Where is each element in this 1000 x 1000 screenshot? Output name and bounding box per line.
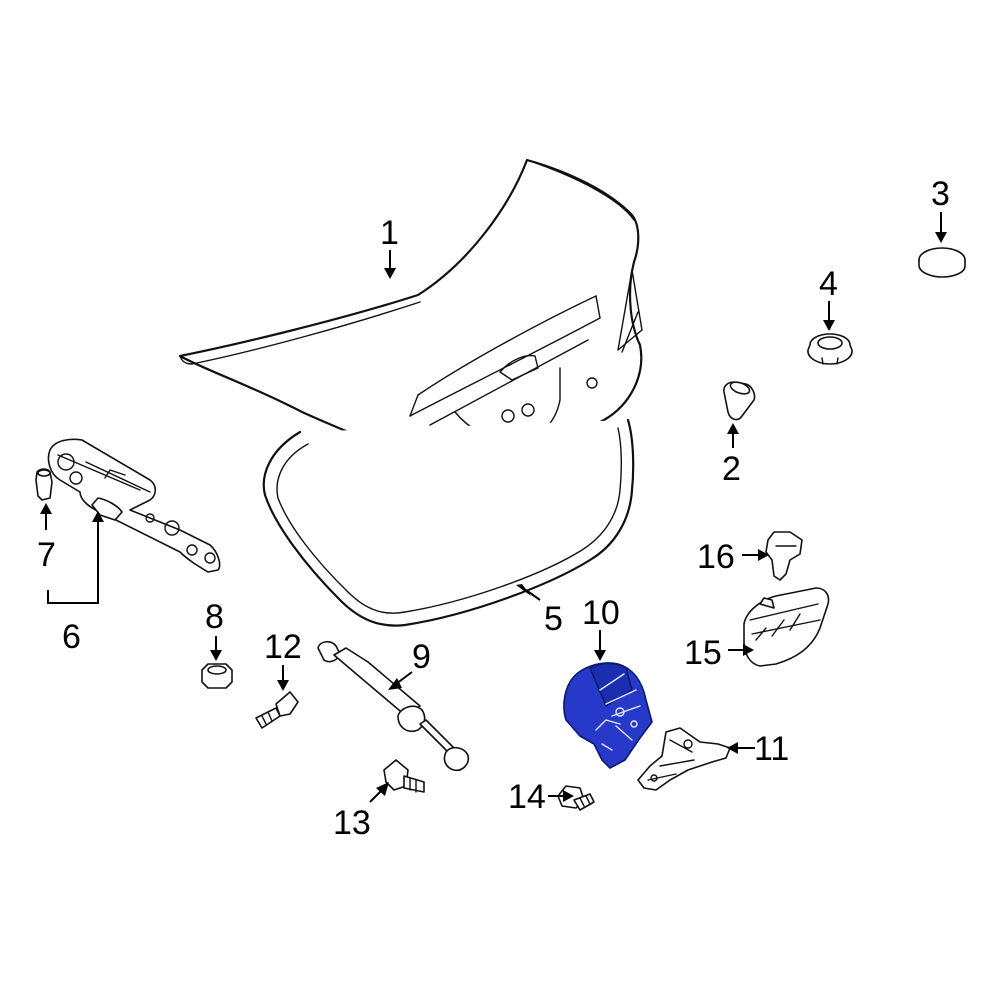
callout-8: 8 [205, 598, 224, 636]
callout-4: 4 [819, 265, 838, 303]
callout-7: 7 [37, 536, 56, 574]
bumper-part-2 [723, 381, 756, 421]
socket-part-16 [765, 531, 803, 581]
leader-lines [40, 212, 947, 803]
callout-2: 2 [722, 450, 741, 488]
callout-13: 13 [333, 804, 371, 842]
lamp-part-15 [743, 587, 830, 667]
hinge-bolt-part-7 [35, 468, 53, 501]
callout-1: 1 [380, 214, 399, 252]
callout-16: 16 [697, 538, 735, 576]
latch-part-10-highlighted [563, 662, 653, 769]
gas-strut-part-9 [317, 640, 470, 772]
callout-3: 3 [931, 175, 950, 213]
callout-10: 10 [582, 594, 620, 632]
weatherstrip-part-5 [262, 418, 635, 627]
grommet-part-4 [807, 333, 853, 365]
callout-11: 11 [754, 730, 789, 768]
plug-part-3 [918, 247, 966, 278]
hinge-part-6 [47, 438, 221, 573]
callout-12: 12 [264, 628, 302, 666]
callout-9: 9 [412, 638, 431, 676]
callout-15: 15 [684, 634, 722, 672]
bolt-part-12 [255, 691, 299, 729]
callout-6: 6 [62, 618, 81, 656]
bolt-part-13 [383, 759, 425, 793]
nut-part-8 [201, 663, 233, 689]
callout-labels: 1 3 4 2 5 7 6 8 12 9 13 10 11 14 15 16 [37, 175, 950, 842]
bracket-part-11 [637, 727, 731, 791]
callout-14: 14 [508, 778, 546, 816]
callout-5: 5 [544, 600, 563, 638]
